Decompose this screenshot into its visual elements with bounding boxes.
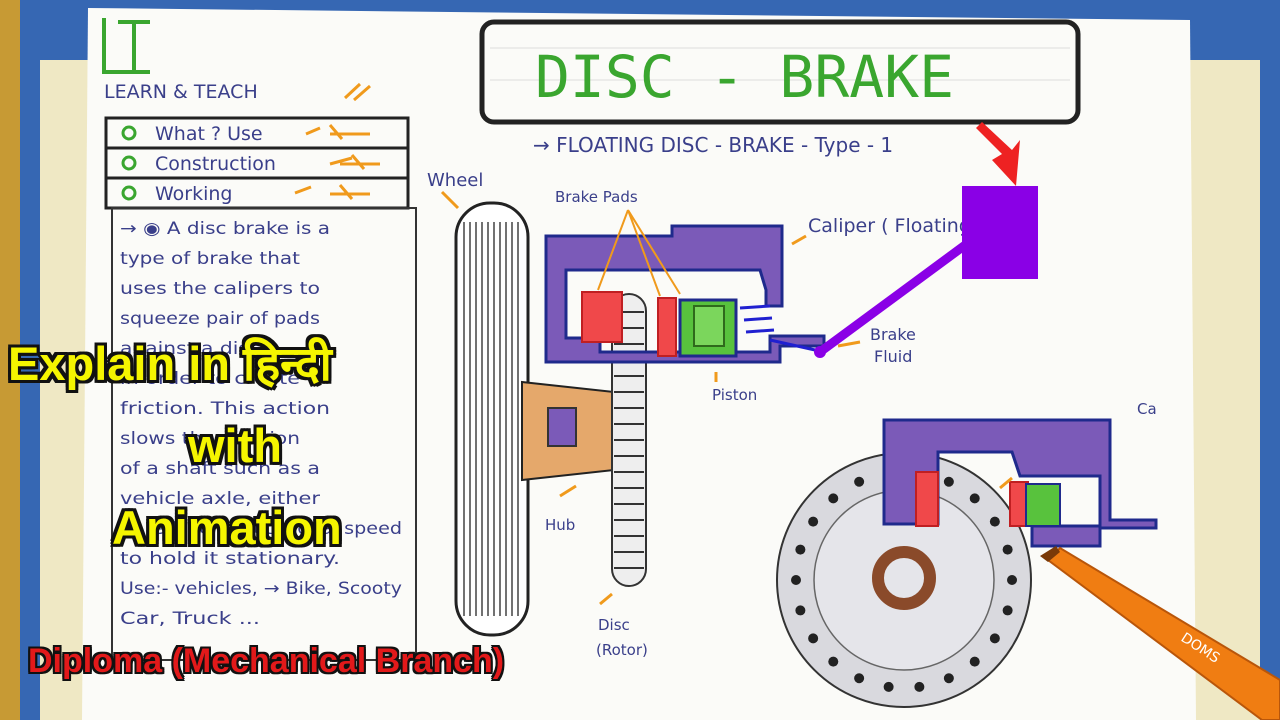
disc-hole — [969, 493, 980, 504]
overlay-line-2: with — [188, 419, 282, 472]
disc-hole — [989, 633, 1000, 644]
label-caliper: Caliper ( Floating ) — [808, 215, 984, 237]
disc-hole — [808, 516, 819, 527]
label-rotor: (Rotor) — [596, 641, 648, 659]
notes-line: of a shaft such as a — [120, 459, 320, 479]
footer-caption: Diploma (Mechanical Branch) — [28, 642, 505, 680]
notes-line: to hold it stationary. — [120, 549, 340, 569]
learn-teach-logo: LEARN & TEACH — [102, 18, 371, 103]
wheel — [440, 190, 530, 637]
disc-hole — [828, 493, 839, 504]
disc-hole — [795, 605, 806, 616]
label-wheel: Wheel — [427, 170, 483, 191]
disc-hole — [914, 681, 925, 692]
notes-line: uses the calipers to — [120, 279, 320, 299]
disc-hole — [883, 681, 894, 692]
notes-line: → ◉ A disc brake is a — [120, 219, 330, 239]
orange-pen: DOMS — [1040, 546, 1280, 720]
logo-text: LEARN & TEACH — [104, 81, 258, 103]
label-caliper-2: Ca — [1137, 400, 1157, 418]
label-brake-pads: Brake Pads — [555, 188, 638, 206]
disc-hole — [808, 633, 819, 644]
animation-pointer — [814, 122, 1038, 358]
notes-line: type of brake that — [120, 249, 300, 269]
title-box: DISC - BRAKE — [479, 19, 1081, 125]
notes-line: squeeze pair of pads — [120, 309, 320, 329]
label-brake-fluid-2: Fluid — [874, 347, 912, 366]
notes-line: friction. This action — [120, 399, 330, 419]
disc-hole — [854, 673, 865, 684]
caliper-front — [882, 418, 1158, 548]
disc-hole — [791, 575, 801, 585]
label-piston: Piston — [712, 386, 757, 404]
topic-item: Working — [155, 183, 233, 205]
disc-rotor-front — [776, 452, 1032, 708]
disc-hole — [989, 516, 1000, 527]
disc-hole — [943, 673, 954, 684]
notes-box: → ◉ A disc brake is a type of brake that u… — [111, 207, 417, 661]
disc-hole — [943, 476, 954, 487]
disc-hole — [1002, 605, 1013, 616]
label-disc: Disc — [598, 616, 630, 634]
notes-line: Car, Truck ... — [120, 609, 260, 629]
notes-line: slows the rotation — [120, 429, 300, 449]
notes-line: to reduce its rotational speed — [120, 519, 402, 539]
disc-hole — [854, 476, 865, 487]
label-brake-fluid-1: Brake — [870, 325, 916, 344]
overlay-line-3: Animation — [112, 501, 342, 554]
page-title: DISC - BRAKE — [535, 43, 954, 111]
disc-hole — [828, 656, 839, 667]
topic-item: Construction — [155, 153, 276, 175]
label-hub: Hub — [545, 516, 575, 534]
overlay-line-1: Explain in हिन्दी — [8, 337, 332, 390]
topic-table: What ? Use Construction Working — [104, 116, 410, 210]
subtitle: → FLOATING DISC - BRAKE - Type - 1 — [533, 133, 893, 157]
notes-line: vehicle axle, either — [120, 489, 320, 509]
disc-hole — [795, 544, 806, 555]
topic-item: What ? Use — [155, 123, 263, 145]
caliper-side — [544, 224, 826, 364]
notes-line: Use:- vehicles, → Bike, Scooty — [120, 579, 402, 599]
red-arrow-icon — [976, 122, 1020, 186]
notes-lines: → ◉ A disc brake is a type of brake that u… — [120, 219, 402, 629]
fluid-reservoir-box — [962, 186, 1038, 279]
disc-hole — [969, 656, 980, 667]
notes-line: against a disc — [120, 339, 260, 359]
disc-rotor-side — [599, 293, 647, 606]
disc-hole — [1007, 575, 1017, 585]
notes-line: in order to create — [120, 369, 300, 389]
disc-hole — [1002, 544, 1013, 555]
